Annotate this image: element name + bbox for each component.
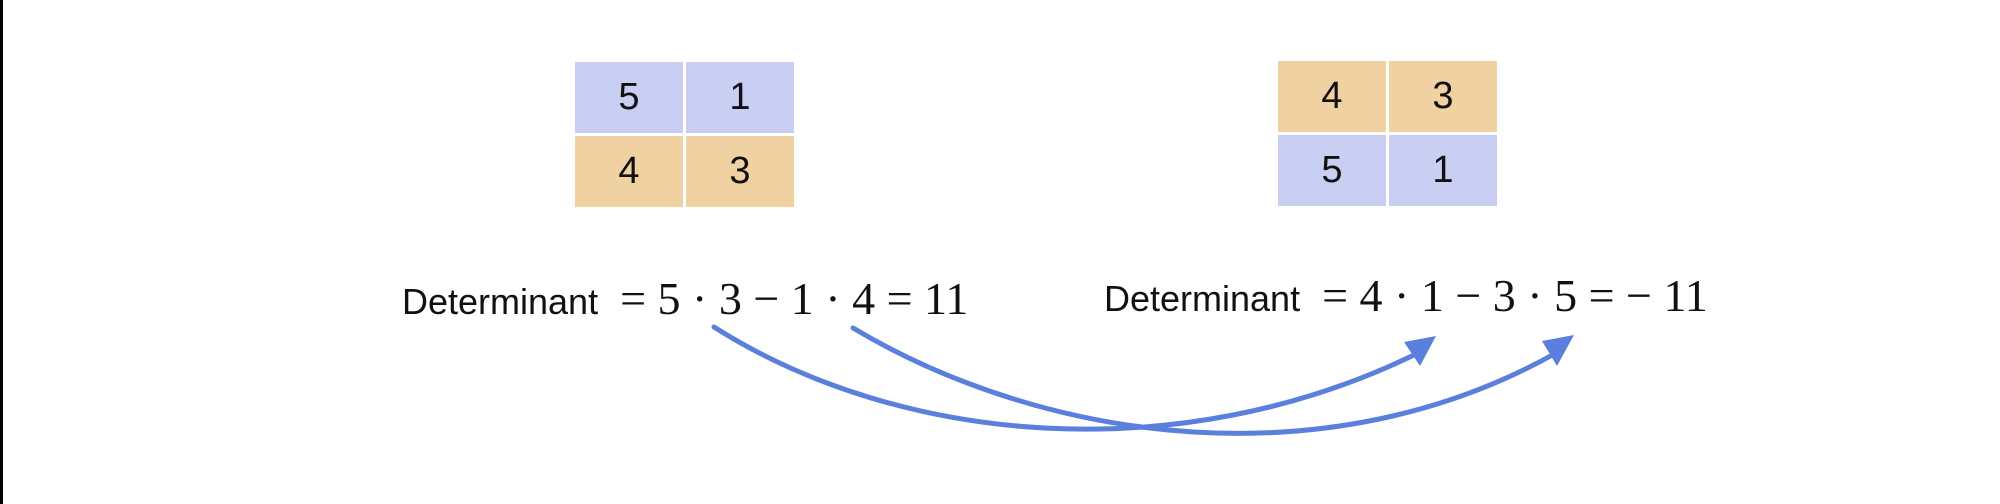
- matrix-original: 5 1 4 3: [575, 62, 794, 207]
- arrow-curve-second-term: [850, 325, 1559, 436]
- matrix-swapped: 4 3 5 1: [1278, 61, 1497, 206]
- determinant-equation-swapped: Determinant = 4 · 1 − 3 · 5 = − 11: [1104, 269, 1708, 322]
- arrow-curve-first-term: [711, 324, 1421, 432]
- matrix-swapped-cell-r1c2: 3: [1389, 61, 1497, 132]
- matrix-swapped-cell-r2c1: 5: [1278, 135, 1386, 206]
- matrix-swapped-cell-r2c2: 1: [1389, 135, 1497, 206]
- left-border-line: [0, 0, 3, 504]
- determinant-label-original: Determinant: [402, 281, 599, 322]
- determinant-equation-original: Determinant = 5 · 3 − 1 · 4 = 11: [402, 272, 968, 325]
- matrix-swapped-cell-r1c1: 4: [1278, 61, 1386, 132]
- matrix-original-cell-r1c1: 5: [575, 62, 683, 133]
- arrow-head-first-term: [1404, 336, 1436, 366]
- arrow-head-second-term: [1542, 335, 1574, 366]
- matrix-original-cell-r1c2: 1: [686, 62, 794, 133]
- determinant-label-swapped: Determinant: [1104, 278, 1301, 319]
- determinant-expression-swapped: = 4 · 1 − 3 · 5 = − 11: [1322, 270, 1708, 321]
- matrix-original-cell-r2c1: 4: [575, 136, 683, 207]
- determinant-expression-original: = 5 · 3 − 1 · 4 = 11: [620, 273, 969, 324]
- matrix-original-cell-r2c2: 3: [686, 136, 794, 207]
